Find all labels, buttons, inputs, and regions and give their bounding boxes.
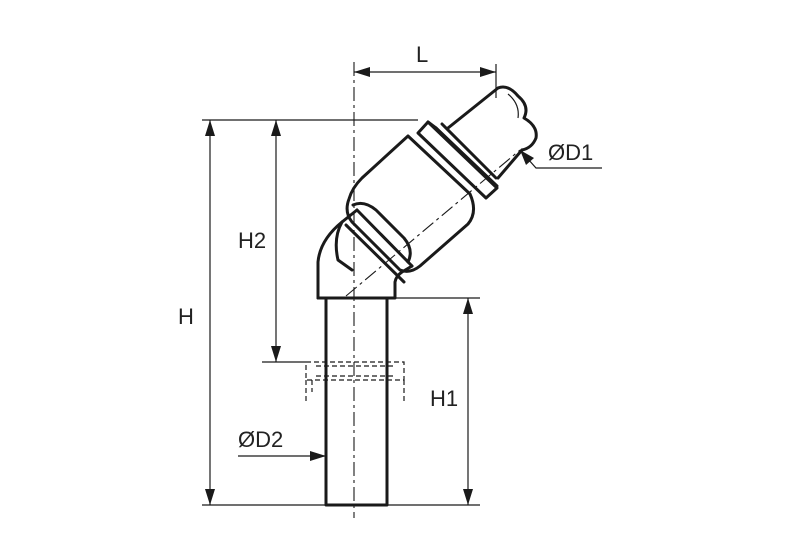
label-D1: ØD1 [548,140,593,165]
collet-edge [434,126,494,184]
tube-break [496,85,538,152]
body-housing [345,134,475,273]
release-collet [416,120,499,200]
label-D2: ØD2 [238,427,283,452]
body-band-lower [351,201,412,264]
inserted-tube [446,85,538,180]
dimension-H1: H1 [387,297,480,506]
label-H2: H2 [238,228,266,253]
dimension-L: L [354,42,497,98]
body-band-lower-2 [344,223,406,284]
collet-edge-2 [440,122,498,180]
dimension-H: H [178,119,418,506]
label-H: H [178,304,194,329]
hidden-nut [305,361,405,404]
angled-centerline [345,149,521,297]
elbow-ring-right [355,208,414,268]
dimension-D1: ØD1 [519,140,602,169]
label-H1: H1 [430,386,458,411]
stem-tube [324,296,389,507]
elbow-inner [316,264,414,300]
dimension-H2: H2 [238,120,306,363]
elbow-fitting [316,120,499,507]
dimension-D2: ØD2 [238,427,326,461]
elbow-ring-left [334,220,354,272]
label-L: L [416,42,428,67]
